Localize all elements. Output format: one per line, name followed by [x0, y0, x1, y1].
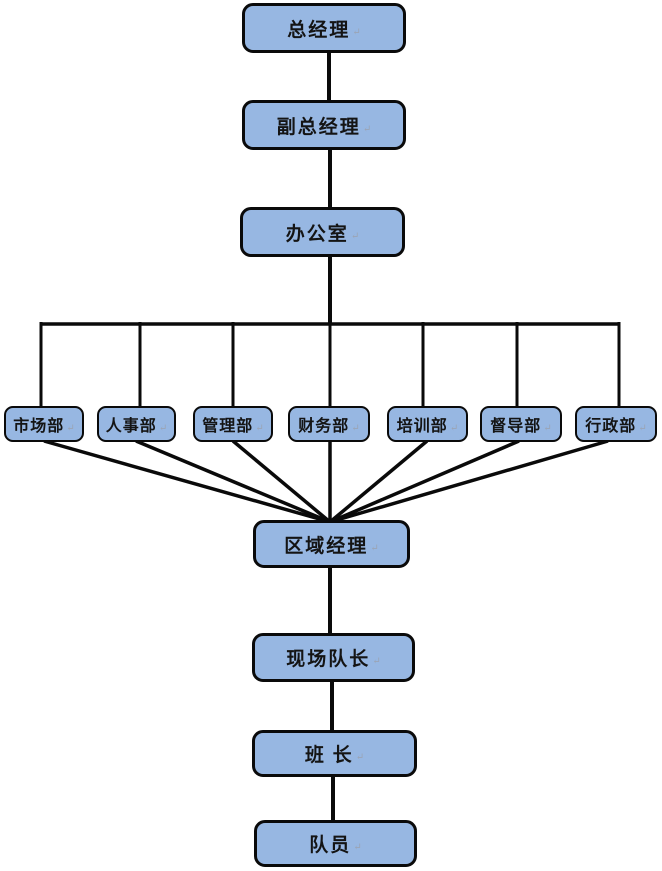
node-dept-admin-label: 行政部	[585, 418, 637, 435]
node-dept-finance: 财务部 ↵	[288, 406, 370, 442]
node-general-manager-label: 总经理	[287, 19, 351, 41]
paragraph-mark-icon: ↵	[543, 422, 552, 434]
node-regional-manager-label: 区域经理	[284, 535, 369, 557]
node-dept-training: 培训部 ↵	[387, 406, 468, 442]
paragraph-mark-icon: ↵	[449, 422, 459, 434]
node-general-manager: 总经理 ↵	[242, 3, 406, 53]
node-site-captain: 现场队长 ↵	[252, 633, 415, 682]
node-squad-leader-label: 班 长	[304, 745, 354, 766]
paragraph-mark-icon: ↵	[638, 422, 647, 434]
node-dept-supervision-label: 督导部	[490, 418, 542, 435]
paragraph-mark-icon: ↵	[372, 656, 381, 667]
node-dept-management-label: 管理部	[202, 418, 254, 435]
paragraph-mark-icon: ↵	[370, 542, 379, 554]
paragraph-mark-icon: ↵	[352, 26, 361, 38]
node-dept-marketing-label: 市场部	[13, 418, 65, 435]
edge-hr-regional	[135, 439, 331, 524]
paragraph-mark-icon: ↵	[66, 422, 75, 434]
edge-marketing-regional	[43, 439, 331, 524]
paragraph-mark-icon: ↵	[353, 842, 362, 853]
paragraph-mark-icon: ↵	[355, 752, 365, 763]
node-dept-supervision: 督导部 ↵	[480, 406, 562, 442]
node-team-member-label: 队员	[309, 835, 352, 856]
node-dept-finance-label: 财务部	[298, 418, 350, 435]
node-regional-manager: 区域经理 ↵	[253, 520, 410, 568]
node-site-captain-label: 现场队长	[286, 649, 371, 670]
paragraph-mark-icon: ↵	[350, 230, 360, 242]
node-dept-hr-label: 人事部	[105, 418, 157, 435]
edge-supervision-regional	[329, 439, 520, 524]
node-team-member: 队员 ↵	[254, 820, 417, 867]
node-dept-management: 管理部 ↵	[193, 406, 273, 442]
node-deputy-general-manager: 副总经理 ↵	[242, 100, 406, 150]
paragraph-mark-icon: ↵	[158, 422, 168, 434]
node-dept-admin: 行政部 ↵	[575, 406, 657, 442]
node-office: 办公室 ↵	[240, 207, 405, 257]
edge-admin-regional	[329, 439, 609, 524]
edge-training-regional	[328, 439, 429, 524]
node-squad-leader: 班 长 ↵	[252, 730, 417, 777]
node-dept-hr: 人事部 ↵	[97, 406, 176, 442]
node-dept-training-label: 培训部	[396, 418, 448, 435]
edge-management-regional	[231, 439, 332, 524]
node-office-label: 办公室	[285, 223, 349, 245]
node-deputy-general-manager-label: 副总经理	[276, 116, 361, 138]
paragraph-mark-icon: ↵	[362, 123, 372, 135]
node-dept-marketing: 市场部 ↵	[4, 406, 84, 442]
paragraph-mark-icon: ↵	[255, 422, 264, 434]
paragraph-mark-icon: ↵	[351, 422, 360, 434]
